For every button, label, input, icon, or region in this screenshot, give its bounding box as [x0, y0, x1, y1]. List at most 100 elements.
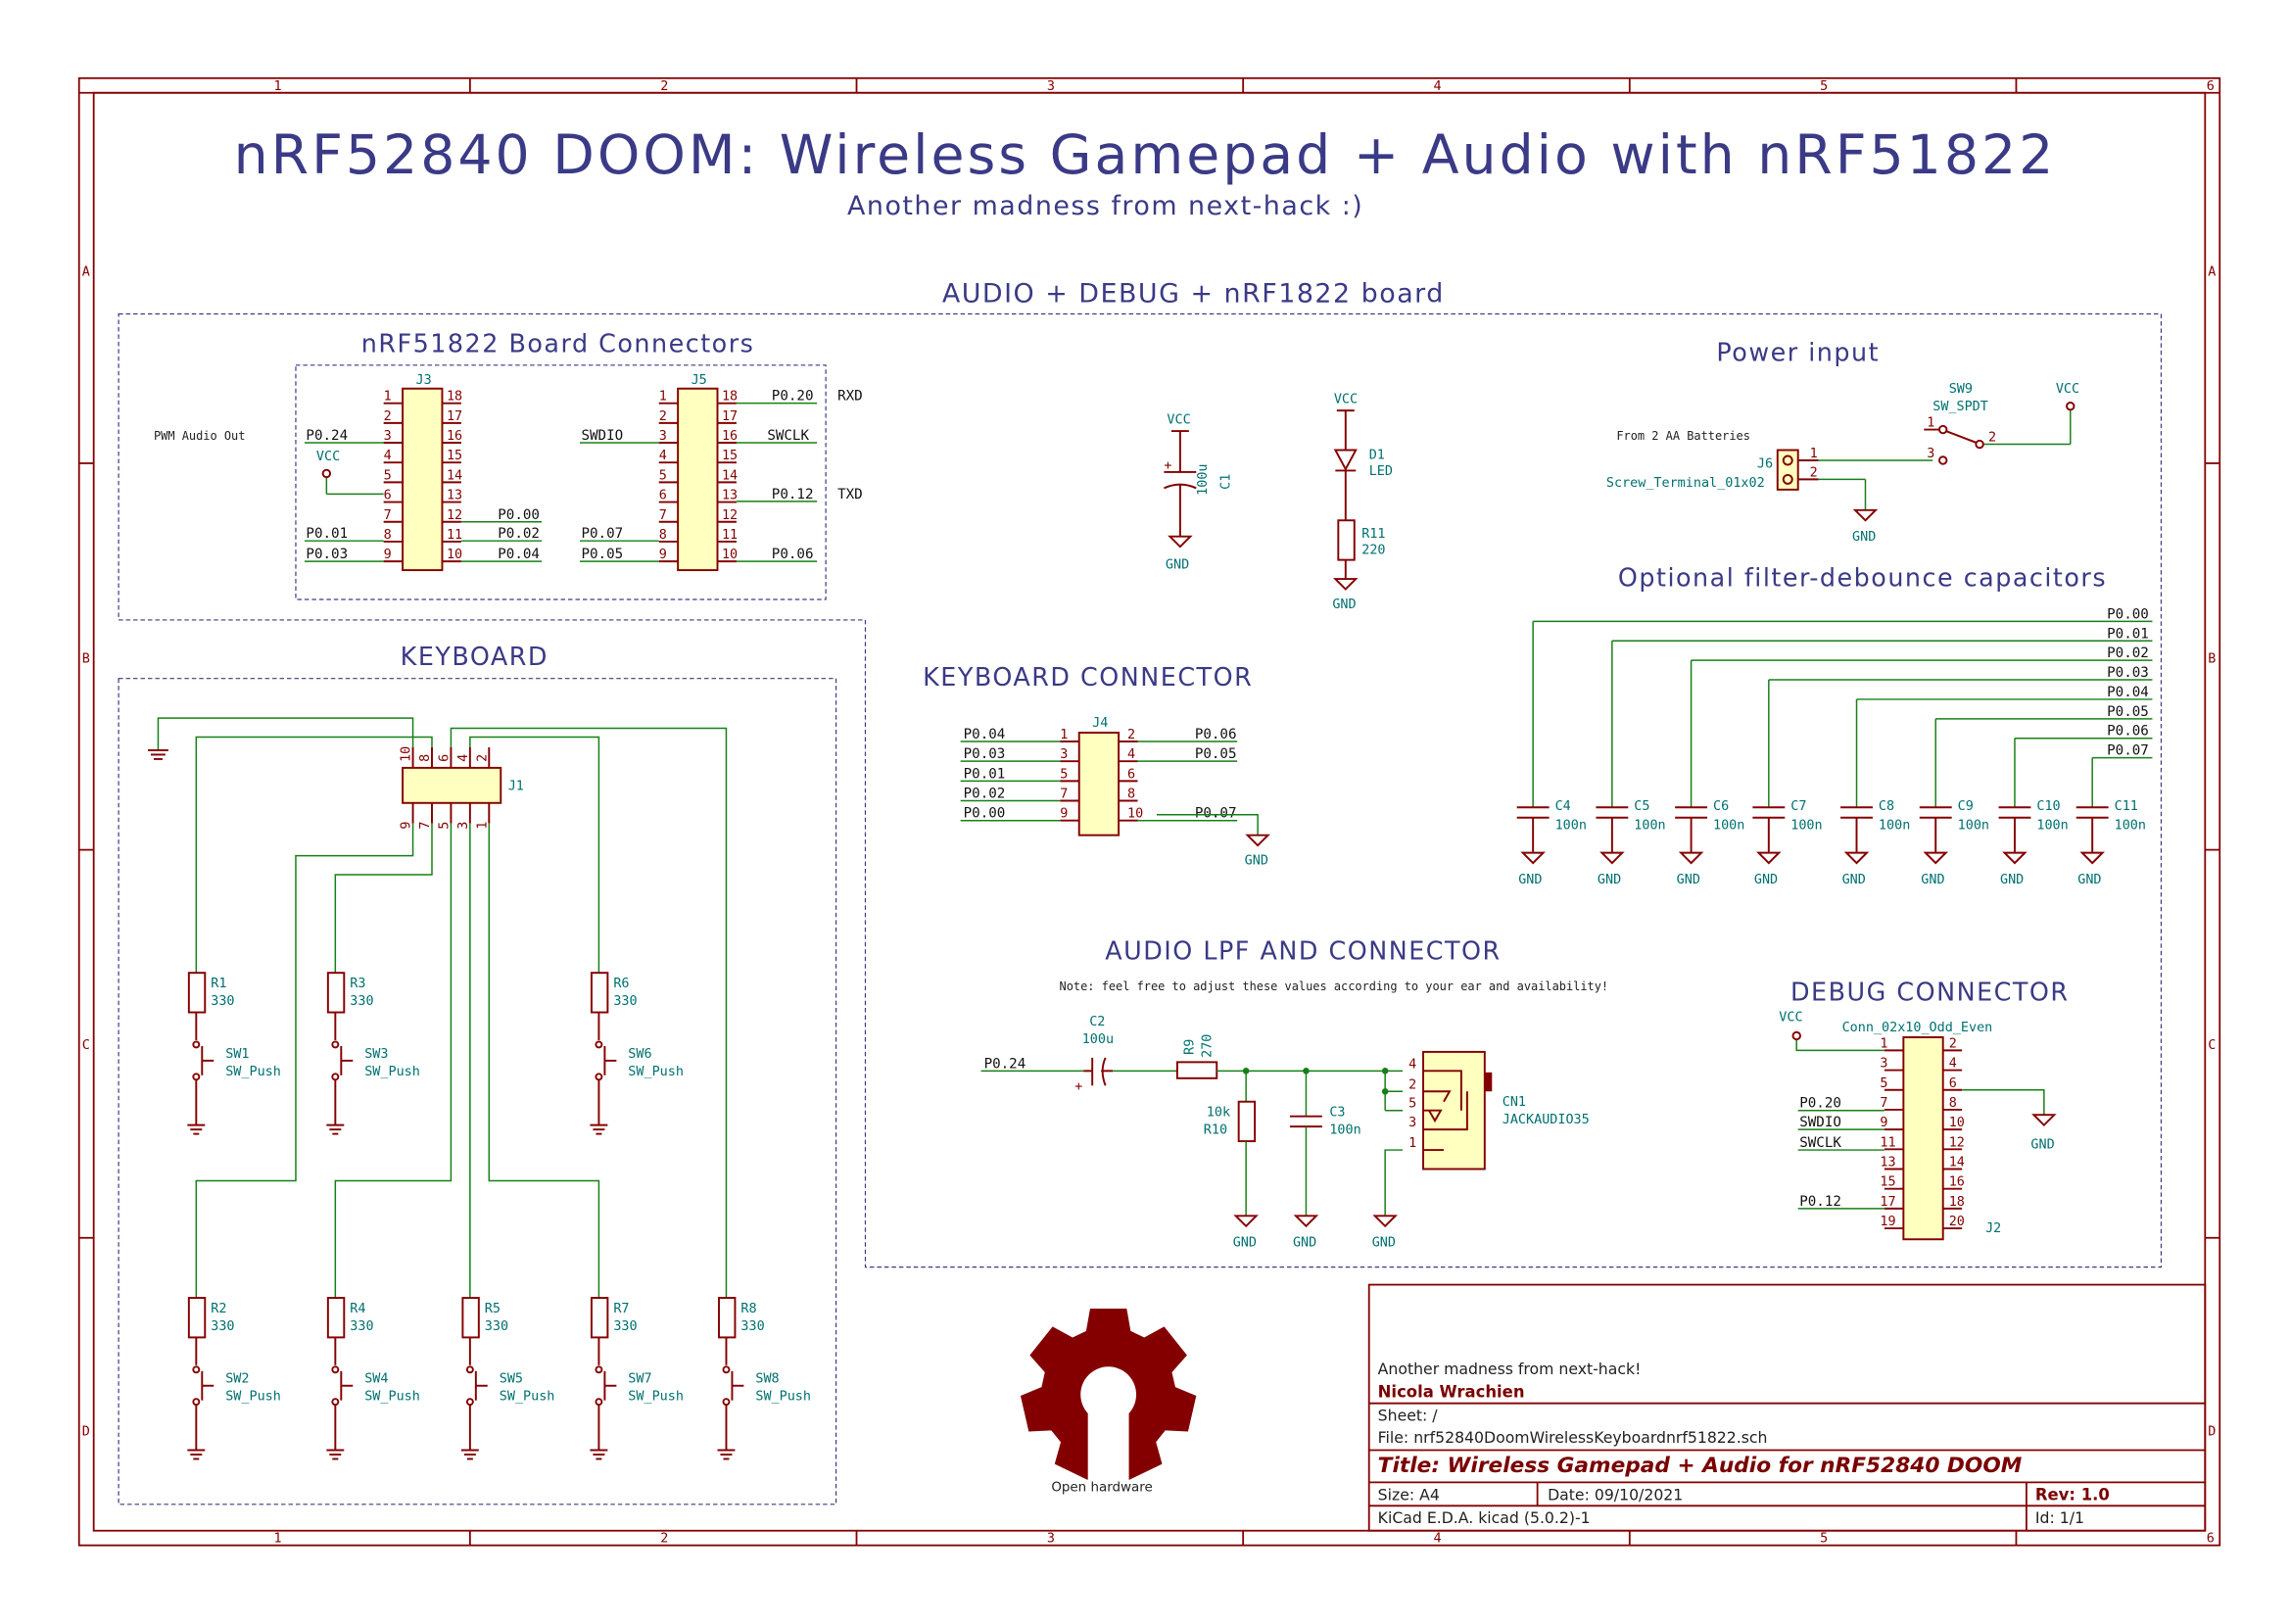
resistor-ref: R5 — [485, 1302, 501, 1316]
j6-gnd-label: GND — [1852, 530, 1876, 545]
j3-pin-13: 13 — [447, 489, 462, 503]
j1-pin-7: 7 — [418, 822, 433, 830]
pwm-audio-out-label: PWM Audio Out — [154, 429, 245, 443]
rxd-label: RXD — [837, 389, 863, 405]
j5-pin-12: 12 — [722, 508, 738, 523]
j5-pin-13: 13 — [722, 489, 738, 503]
row-label-b: B — [82, 651, 90, 666]
sw9-ref: SW9 — [1949, 382, 1973, 397]
j2-pin-6: 6 — [1949, 1076, 1957, 1091]
open-hardware-logo: Open hardware — [1020, 1308, 1197, 1495]
j5-pin-3: 3 — [659, 429, 667, 444]
j5-net-p005: P0.05 — [581, 547, 623, 562]
resistor-value: 330 — [613, 994, 637, 1009]
j5-pin-14: 14 — [722, 468, 738, 483]
open-hardware-gear-icon — [1020, 1308, 1197, 1490]
col-label-6: 6 — [2207, 79, 2215, 94]
j4-net-left-3: P0.02 — [964, 787, 1006, 802]
j3-net-p004: P0.04 — [498, 547, 540, 562]
j1-pin-4: 4 — [456, 754, 471, 762]
j2-pin-8: 8 — [1949, 1096, 1957, 1111]
j3-pin-15: 15 — [447, 449, 462, 463]
col-label-4-bottom: 4 — [1433, 1532, 1441, 1547]
row-label-a-right: A — [2208, 265, 2216, 280]
switch-ref: SW7 — [628, 1372, 651, 1387]
resistor-ref: R6 — [613, 977, 629, 991]
filter-cap-gnd: GND — [1754, 873, 1778, 887]
j3-net-p003: P0.03 — [306, 547, 348, 562]
j4-net-left-0: P0.04 — [964, 727, 1006, 742]
switch-ref: SW6 — [628, 1047, 651, 1062]
audio-lpf-section: AUDIO LPF AND CONNECTOR Note: feel free … — [980, 936, 1608, 1251]
j5-pin-4: 4 — [659, 449, 667, 463]
j2-pin-17: 17 — [1880, 1195, 1895, 1210]
j4-net-left-2: P0.01 — [964, 766, 1006, 782]
switch-ref: SW2 — [225, 1372, 249, 1387]
cn1-ref: CN1 — [1503, 1095, 1526, 1110]
nrf51822-board-connectors: nRF51822 Board Connectors PWM Audio Out … — [154, 328, 863, 572]
filter-cap-gnd: GND — [1518, 873, 1542, 887]
filter-cap-gnd: GND — [2000, 873, 2024, 887]
j3-pin-14: 14 — [447, 468, 462, 483]
cn1-pin-5: 5 — [1408, 1097, 1416, 1112]
r10-body — [1237, 1100, 1257, 1143]
j2-gnd-label: GND — [2030, 1138, 2054, 1153]
filter-cap-value: 100n — [1634, 819, 1665, 834]
filter-capacitors: Optional filter-debounce capacitors P0.0… — [1516, 563, 2153, 887]
j5-pin-16: 16 — [722, 429, 738, 444]
j4-pin-5: 5 — [1060, 767, 1068, 782]
ground-icon — [1756, 851, 1782, 865]
j5-pin-9: 9 — [659, 548, 667, 562]
j3-pin-8: 8 — [384, 528, 392, 543]
j2-pin-12: 12 — [1949, 1135, 1965, 1150]
j2-net-swclk: SWCLK — [1799, 1135, 1841, 1151]
j3-net-p001: P0.01 — [306, 526, 348, 542]
c1-vcc-label: VCC — [1167, 413, 1190, 428]
ground-icon — [1678, 851, 1704, 865]
j2-net-swdio: SWDIO — [1799, 1115, 1841, 1130]
ground-icon — [1520, 851, 1546, 865]
c1-ref: C1 — [1219, 474, 1234, 490]
resistor-r4 — [326, 1297, 346, 1339]
resistor-value: 330 — [211, 1319, 234, 1334]
j4-net-right-4: P0.07 — [1195, 806, 1237, 822]
j3-pin-5: 5 — [384, 468, 392, 483]
power-input: Power input From 2 AA Batteries J6 Screw… — [1606, 337, 2079, 545]
j2-pin-15: 15 — [1880, 1175, 1895, 1190]
switch-value: SW_Push — [628, 1065, 684, 1079]
filter-caps-title: Optional filter-debounce capacitors — [1618, 563, 2107, 593]
resistor-value: 330 — [211, 994, 234, 1009]
resistor-r3 — [326, 972, 346, 1014]
j5-pin-2: 2 — [659, 409, 667, 424]
j5-net-p012: P0.12 — [772, 487, 814, 502]
board-connectors-frame — [295, 364, 827, 600]
row-label-c-right: C — [2208, 1038, 2216, 1053]
c1-value: 100u — [1196, 463, 1211, 495]
j2-pin-5: 5 — [1880, 1076, 1887, 1091]
debug-connector-title: DEBUG CONNECTOR — [1790, 978, 2070, 1007]
j4-net-right-1: P0.05 — [1195, 746, 1237, 762]
audio-net-p024: P0.24 — [984, 1056, 1026, 1072]
j1-pin-8: 8 — [418, 754, 433, 762]
j5-net-p020: P0.20 — [772, 389, 814, 405]
filter-net-label: P0.05 — [2107, 704, 2149, 720]
title-block-size: Size: A4 — [1378, 1485, 1440, 1504]
j1-pin-2: 2 — [475, 754, 490, 762]
j2-pin-7: 7 — [1880, 1096, 1887, 1111]
filter-cap-ref: C7 — [1790, 799, 1806, 814]
title-block-id: Id: 1/1 — [2035, 1508, 2084, 1527]
j1-pin-3: 3 — [456, 822, 471, 830]
resistor-value: 330 — [740, 1319, 764, 1334]
filter-cap-ref: C11 — [2115, 799, 2138, 814]
j3-net-p000: P0.00 — [498, 507, 540, 523]
j4-pin-1: 1 — [1060, 728, 1068, 742]
